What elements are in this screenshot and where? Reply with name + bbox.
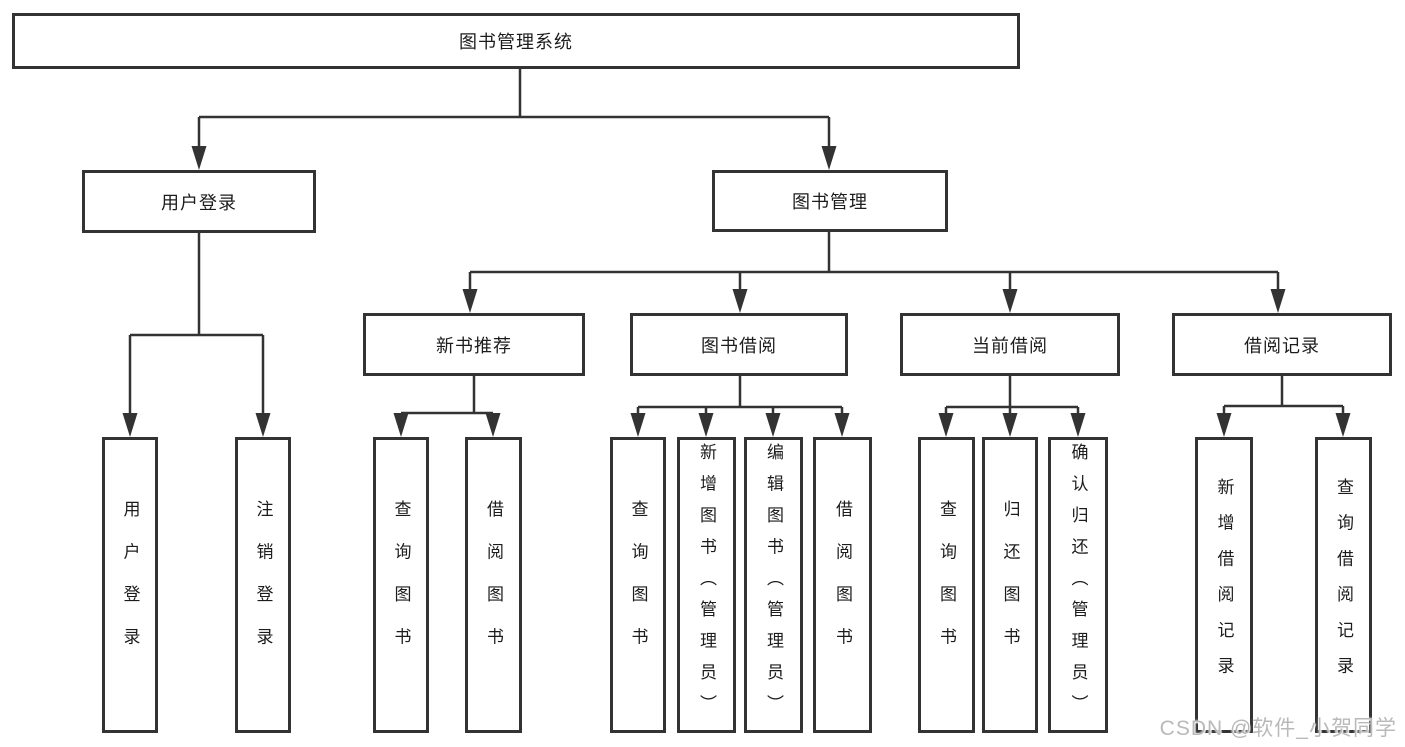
node-book-management: 图书管理 bbox=[712, 170, 948, 232]
node-label: 图书管理 bbox=[792, 192, 868, 212]
node-borrowing-records: 借阅记录 bbox=[1172, 313, 1392, 376]
leaf-current-return-books: 归还图书 bbox=[982, 437, 1038, 733]
leaf-borrow-edit-books-admin: 编辑图书（管理员） bbox=[744, 437, 803, 733]
leaf-label: 查询图书 bbox=[391, 500, 411, 670]
arrowheads bbox=[122, 146, 1351, 437]
leaf-label: 用户登录 bbox=[120, 500, 140, 670]
leaf-label: 编辑图书（管理员） bbox=[764, 443, 783, 727]
leaf-label: 借阅图书 bbox=[484, 500, 503, 670]
leaf-borrow-add-books-admin: 新增图书（管理员） bbox=[677, 437, 736, 733]
leaf-newrec-borrow-books: 借阅图书 bbox=[465, 437, 522, 733]
node-root-library-management-system: 图书管理系统 bbox=[12, 13, 1020, 69]
leaf-label: 查询图书 bbox=[628, 500, 648, 670]
leaf-current-confirm-return-admin: 确认归还（管理员） bbox=[1048, 437, 1108, 733]
leaf-label: 注销登录 bbox=[253, 500, 273, 670]
leaf-label: 归还图书 bbox=[1000, 500, 1020, 670]
node-label: 当前借阅 bbox=[972, 335, 1048, 356]
node-label: 图书管理系统 bbox=[459, 32, 573, 52]
leaf-borrow-borrow-books: 借阅图书 bbox=[813, 437, 872, 733]
node-label: 新书推荐 bbox=[436, 335, 512, 356]
leaf-borrow-query-books: 查询图书 bbox=[610, 437, 666, 733]
node-book-borrowing: 图书借阅 bbox=[630, 313, 848, 376]
leaf-newrec-query-books: 查询图书 bbox=[373, 437, 429, 733]
leaf-records-query-record: 查询借阅记录 bbox=[1315, 437, 1372, 733]
node-user-login: 用户登录 bbox=[82, 170, 316, 233]
node-label: 借阅记录 bbox=[1244, 335, 1320, 356]
leaf-label: 借阅图书 bbox=[833, 500, 852, 670]
leaf-current-query-books: 查询图书 bbox=[918, 437, 975, 733]
leaf-label: 新增借阅记录 bbox=[1214, 477, 1234, 693]
leaf-records-add-record: 新增借阅记录 bbox=[1195, 437, 1253, 733]
node-label: 用户登录 bbox=[161, 192, 237, 213]
node-label: 图书借阅 bbox=[701, 335, 777, 356]
leaf-user-login: 用户登录 bbox=[102, 437, 158, 733]
leaf-label: 确认归还（管理员） bbox=[1068, 443, 1088, 727]
leaf-logout: 注销登录 bbox=[235, 437, 291, 733]
leaf-label: 查询图书 bbox=[937, 500, 956, 670]
leaf-label: 新增图书（管理员） bbox=[697, 443, 716, 727]
csdn-watermark: CSDN @软件_小贺同学 bbox=[1159, 717, 1397, 740]
node-current-borrowing: 当前借阅 bbox=[900, 313, 1120, 376]
node-new-book-recommendation: 新书推荐 bbox=[363, 313, 585, 376]
leaf-label: 查询借阅记录 bbox=[1334, 477, 1353, 693]
